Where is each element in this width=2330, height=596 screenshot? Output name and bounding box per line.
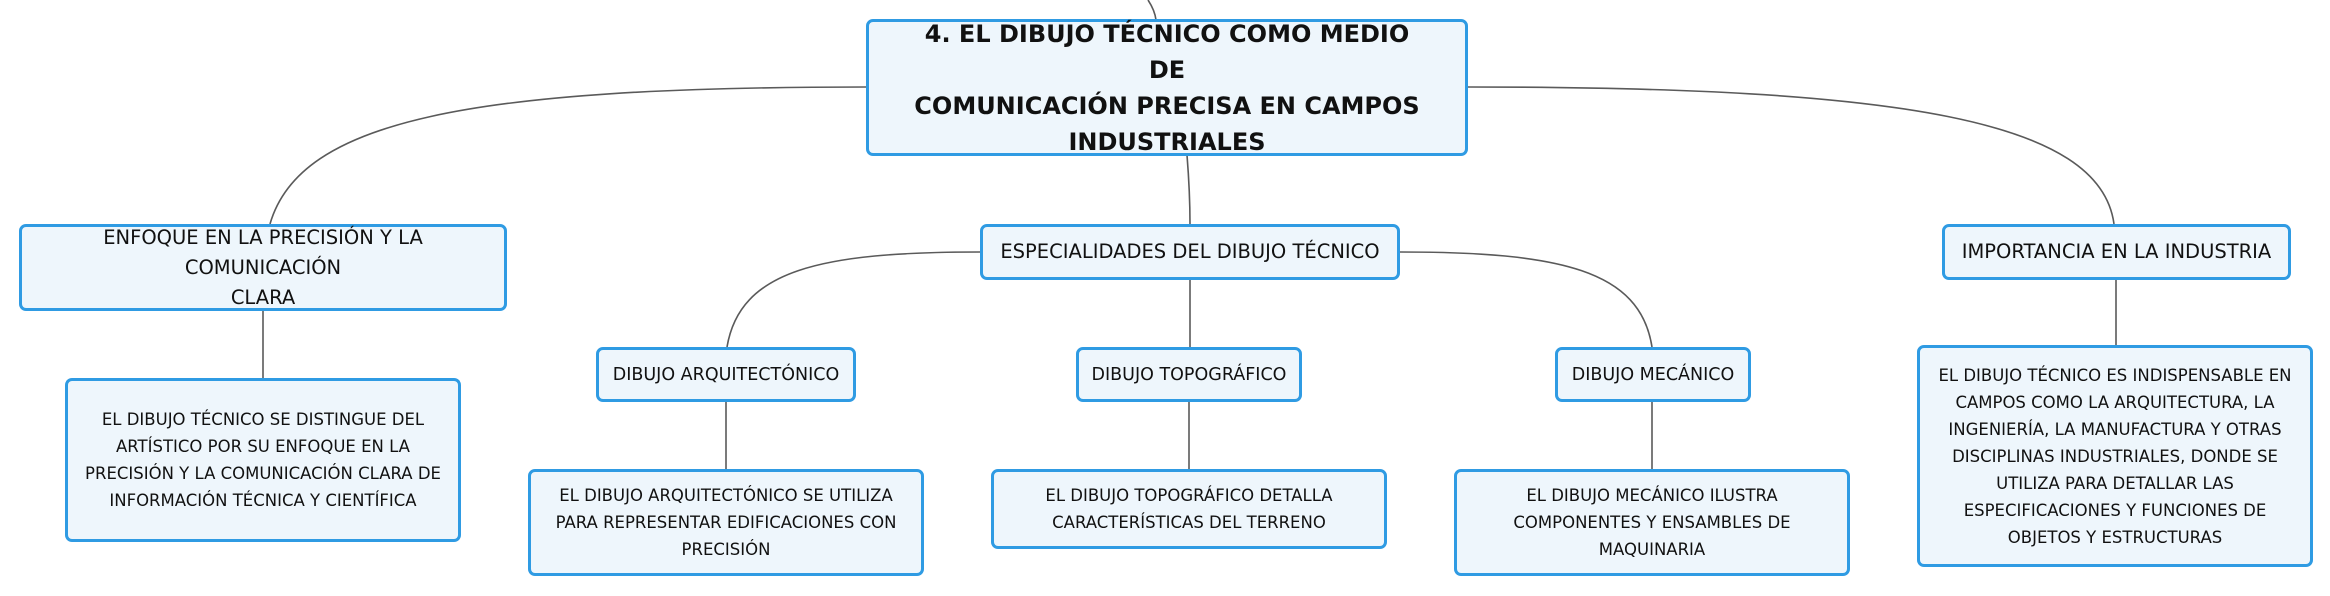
- topic-line: IMPORTANCIA EN LA INDUSTRIA: [1961, 240, 2272, 263]
- topic-line: ENFOQUE EN LA PRECISIÓN Y LA COMUNICACIÓ…: [103, 225, 423, 279]
- detail-line: ARTÍSTICO POR SU ENFOQUE EN LA: [116, 437, 410, 456]
- subtopic-line: DIBUJO TOPOGRÁFICO: [1091, 364, 1287, 385]
- detail-line: ESPECIFICACIONES Y FUNCIONES DE: [1963, 500, 2267, 520]
- detail-line: CAMPOS COMO LA ARQUITECTURA, LA: [1955, 392, 2275, 412]
- subtopic-line: DIBUJO MECÁNICO: [1571, 364, 1735, 385]
- root-topic[interactable]: 4. EL DIBUJO TÉCNICO COMO MEDIO DE COMUN…: [866, 19, 1468, 156]
- topic-specialties[interactable]: ESPECIALIDADES DEL DIBUJO TÉCNICO: [980, 224, 1400, 280]
- topic-line: ESPECIALIDADES DEL DIBUJO TÉCNICO: [1000, 240, 1380, 263]
- connector-root-right: [1467, 86, 2115, 225]
- detail-line: PARA REPRESENTAR EDIFICACIONES CON: [555, 513, 897, 532]
- subtopic-architectural[interactable]: DIBUJO ARQUITECTÓNICO: [596, 347, 856, 402]
- connector-root-parent-stub: [1147, 0, 1157, 21]
- detail-architectural[interactable]: EL DIBUJO ARQUITECTÓNICO SE UTILIZA PARA…: [528, 469, 924, 576]
- topic-industry-importance[interactable]: IMPORTANCIA EN LA INDUSTRIA: [1942, 224, 2291, 280]
- subtopic-mechanical[interactable]: DIBUJO MECÁNICO: [1555, 347, 1751, 402]
- root-topic-line: COMUNICACIÓN PRECISA EN CAMPOS: [914, 91, 1420, 120]
- detail-line: EL DIBUJO TOPOGRÁFICO DETALLA: [1045, 486, 1333, 505]
- detail-line: PRECISIÓN: [681, 540, 771, 559]
- detail-mechanical[interactable]: EL DIBUJO MECÁNICO ILUSTRA COMPONENTES Y…: [1454, 469, 1850, 576]
- detail-line: PRECISIÓN Y LA COMUNICACIÓN CLARA DE: [85, 464, 441, 483]
- connector-center-arq: [726, 251, 981, 348]
- detail-topographic[interactable]: EL DIBUJO TOPOGRÁFICO DETALLA CARACTERÍS…: [991, 469, 1387, 549]
- detail-line: DISCIPLINAS INDUSTRIALES, DONDE SE: [1952, 446, 2278, 466]
- subtopic-line: DIBUJO ARQUITECTÓNICO: [612, 364, 840, 385]
- topic-precision-communication[interactable]: ENFOQUE EN LA PRECISIÓN Y LA COMUNICACIÓ…: [19, 224, 507, 311]
- detail-line: UTILIZA PARA DETALLAR LAS: [1996, 473, 2234, 493]
- subtopic-topographic[interactable]: DIBUJO TOPOGRÁFICO: [1076, 347, 1302, 402]
- topic-line: CLARA: [230, 285, 296, 309]
- detail-industry-importance[interactable]: EL DIBUJO TÉCNICO ES INDISPENSABLE EN CA…: [1917, 345, 2313, 567]
- detail-line: OBJETOS Y ESTRUCTURAS: [2007, 527, 2223, 547]
- detail-line: INFORMACIÓN TÉCNICA Y CIENTÍFICA: [109, 491, 417, 510]
- root-topic-line: INDUSTRIALES: [1068, 127, 1266, 156]
- detail-line: EL DIBUJO TÉCNICO SE DISTINGUE DEL: [101, 410, 425, 429]
- detail-line: COMPONENTES Y ENSAMBLES DE: [1513, 513, 1791, 532]
- detail-line: EL DIBUJO MECÁNICO ILUSTRA: [1526, 486, 1778, 505]
- detail-line: EL DIBUJO TÉCNICO ES INDISPENSABLE EN: [1938, 365, 2292, 385]
- root-topic-line: 4. EL DIBUJO TÉCNICO COMO MEDIO DE: [924, 19, 1410, 84]
- detail-line: INGENIERÍA, LA MANUFACTURA Y OTRAS: [1948, 419, 2282, 439]
- detail-precision-communication[interactable]: EL DIBUJO TÉCNICO SE DISTINGUE DEL ARTÍS…: [65, 378, 461, 542]
- connector-root-left: [269, 86, 867, 225]
- detail-line: CARACTERÍSTICAS DEL TERRENO: [1052, 513, 1326, 532]
- connector-center-mec: [1399, 251, 1653, 348]
- detail-line: MAQUINARIA: [1598, 540, 1706, 559]
- detail-line: EL DIBUJO ARQUITECTÓNICO SE UTILIZA: [559, 486, 893, 505]
- connector-root-center: [1186, 154, 1191, 225]
